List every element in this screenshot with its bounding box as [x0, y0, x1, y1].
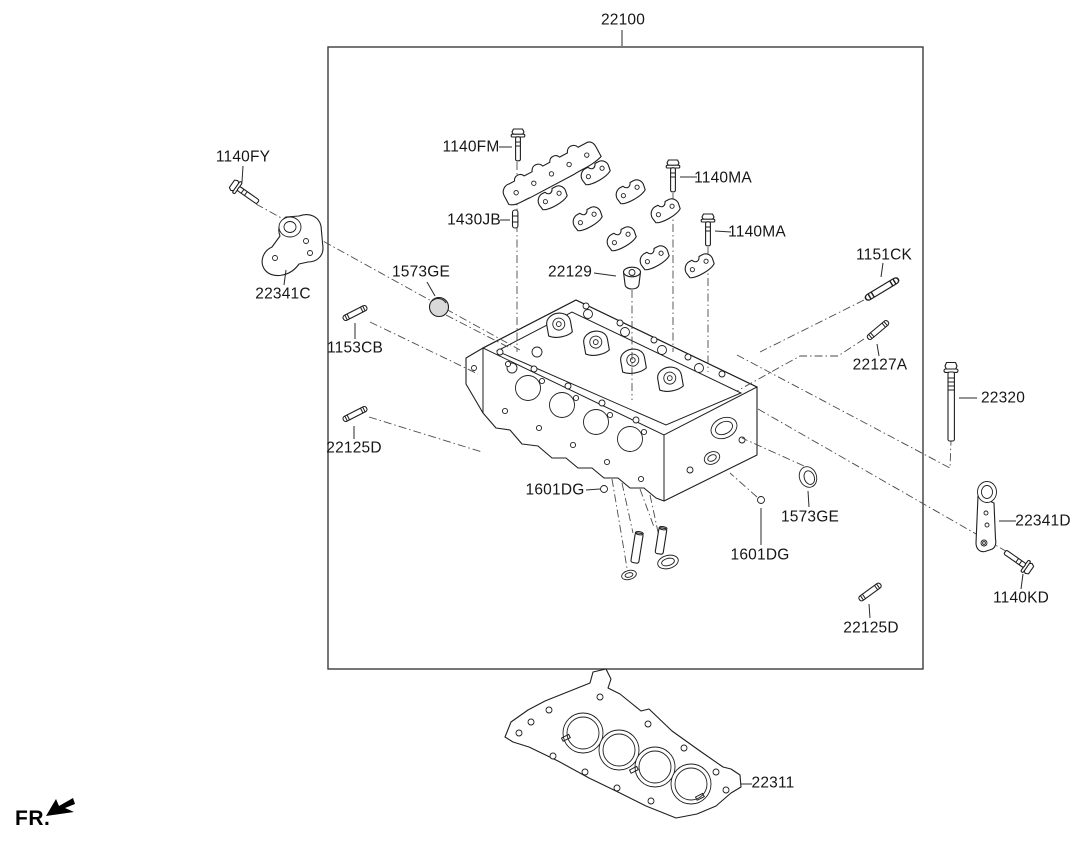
- part-label-22127a: 22127A: [852, 356, 908, 374]
- bolt-1140fm-drawing: [510, 128, 526, 162]
- part-label-1573ge-2: 1573GE: [780, 508, 840, 526]
- camshaft-cap-assembly-drawing: [502, 141, 602, 206]
- leader-endpoint-circles: [600, 485, 765, 504]
- part-label-22129: 22129: [547, 263, 593, 281]
- part-label-1151ck: 1151CK: [855, 246, 913, 264]
- stud-1153cb-drawing: [341, 304, 369, 322]
- part-label-22100: 22100: [600, 11, 646, 29]
- part-label-1140ma-1: 1140MA: [694, 169, 752, 187]
- stud-22125d-right-drawing: [857, 581, 883, 603]
- part-label-22311: 22311: [751, 774, 795, 792]
- part-label-22320: 22320: [980, 389, 1026, 407]
- part-label-1140kd: 1140KD: [992, 589, 1050, 607]
- bracket-22341c-drawing: [261, 214, 324, 277]
- tappet-22129-drawing: [622, 266, 642, 290]
- sealing-plug-1573ge-1-drawing: [428, 296, 450, 318]
- part-label-22125d-right: 22125D: [843, 619, 899, 637]
- fr-direction-arrow: [46, 798, 75, 816]
- part-label-22341c: 22341C: [255, 285, 311, 303]
- part-label-1601dg-2: 1601DG: [730, 546, 790, 564]
- part-label-1140fy: 1140FY: [215, 148, 271, 166]
- part-label-22125d-left: 22125D: [326, 439, 382, 457]
- head-gasket-drawing: [504, 668, 742, 819]
- pin-1430jb-drawing: [511, 209, 519, 229]
- part-label-1140fm: 1140FM: [442, 138, 500, 156]
- bolt-1140fy-drawing: [227, 177, 263, 209]
- valve-guides-and-seals-drawing: [621, 525, 679, 581]
- stud-22127a-drawing: [865, 319, 891, 341]
- label-leader-lines: [241, 30, 1024, 785]
- cylinder-head-drawing: [465, 299, 759, 502]
- part-label-1601dg-1: 1601DG: [525, 481, 585, 499]
- seal-ring-1573ge-2-drawing: [798, 466, 818, 488]
- part-label-1573ge-1: 1573GE: [391, 263, 451, 281]
- head-bolt-22320-drawing: [943, 361, 959, 442]
- front-direction-label: FR.: [15, 807, 51, 830]
- bolt-1140ma-1-drawing: [665, 159, 681, 193]
- stud-22125d-left-drawing: [341, 405, 369, 423]
- bracket-22341d-drawing: [975, 481, 997, 553]
- stud-1151ck-drawing: [863, 275, 901, 303]
- part-label-22341d: 22341D: [1015, 512, 1071, 530]
- part-label-1430jb: 1430JB: [447, 211, 501, 229]
- part-label-1140ma-2: 1140MA: [728, 223, 786, 241]
- assembly-boundary-box: [327, 46, 924, 670]
- bolt-1140ma-2-drawing: [700, 213, 716, 247]
- part-label-1153cb: 1153CB: [326, 339, 384, 357]
- bolt-1140kd-drawing: [1000, 545, 1036, 577]
